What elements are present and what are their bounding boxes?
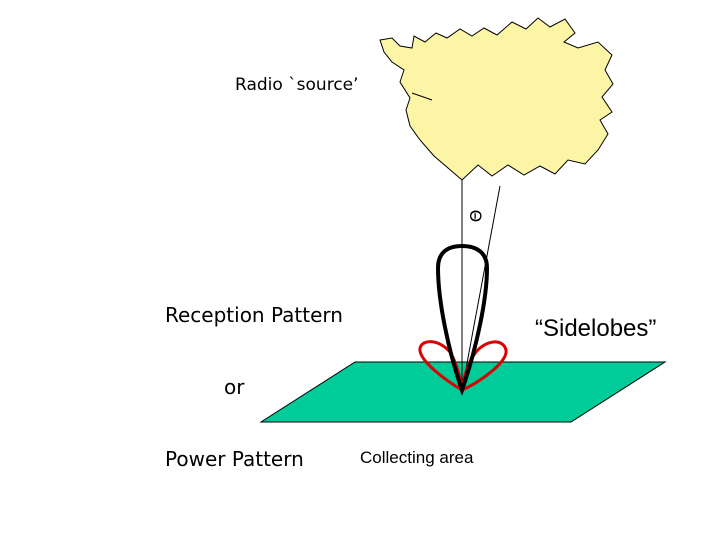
pattern-label-line-3: Power Pattern	[165, 447, 304, 471]
pointing-direction-line	[461, 185, 501, 391]
pattern-label-line-1: Reception Pattern	[165, 303, 343, 327]
pattern-label: Reception Pattern or Power Pattern	[165, 255, 343, 519]
sidelobes-label: “Sidelobes”	[535, 315, 657, 342]
radio-source-cloud	[379, 17, 614, 181]
angle-label: Θ	[466, 209, 486, 223]
source-label: Radio `source’	[235, 75, 359, 95]
source-pointer-line	[411, 92, 433, 101]
pattern-label-line-2: or	[224, 375, 245, 399]
main-lobe	[435, 243, 490, 397]
collecting-area-label: Collecting area	[360, 448, 474, 467]
